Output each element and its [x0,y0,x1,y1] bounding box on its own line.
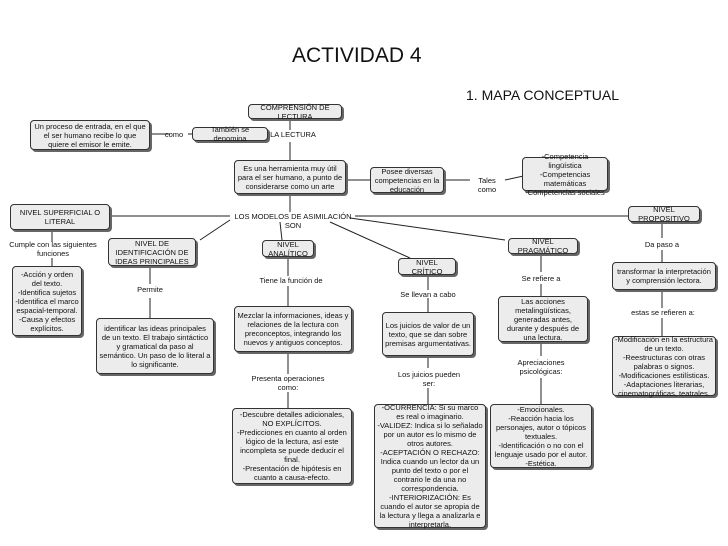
node-competencias-label: -Competencia lingüística -Competencias m… [525,151,605,197]
node-acciones: Las acciones metalingüísticas, generadas… [498,296,588,342]
node-descubre: -Descubre detalles adicionales, NO EXPLÍ… [232,408,352,484]
node-propositivo-label: NIVEL PROPOSITIVO [638,205,690,223]
connector-tales-como: Tales como [477,176,497,194]
connector-pueden: Los juicios pueden ser: [397,370,461,388]
node-identificacion-label: NIVEL DE IDENTIFICACIÓN DE IDEAS PRINCIP… [115,238,189,266]
node-analitico: NIVEL ANALÍTICO [262,239,314,258]
connector-cumple: Cumple con las siguientes funciones [9,240,97,258]
node-propositivo: NIVEL PROPOSITIVO [628,205,700,223]
connector-estas: estas se refieren a: [631,308,695,317]
node-critico: NIVEL CRÍTICO [398,257,456,276]
node-tambien: También se denomina [192,125,268,143]
node-herramienta-label: Es una herramienta muy útil para el ser … [237,163,343,191]
node-herramienta: Es una herramienta muy útil para el ser … [234,160,346,194]
node-superficial-label: NIVEL SUPERFICIAL O LITERAL [19,208,101,226]
connector-presenta: Presenta operaciones como: [251,374,325,392]
node-acciones-label: Las acciones metalingüísticas, generadas… [506,296,580,342]
node-proceso-label: Un proceso de entrada, en el que el ser … [34,121,146,149]
node-emocionales-label: -Emocionales. -Reacción hacia los person… [494,404,588,468]
node-accion: -Acción y orden del texto. -Identifica s… [12,266,82,336]
node-transformar-label: transformar la interpretación y comprens… [617,267,711,285]
node-modificacion-label: -Modificación en la estructura de un tex… [615,334,713,398]
node-accion-label: -Acción y orden del texto. -Identifica s… [15,269,79,333]
node-comprension-label: COMPRENSIÓN DE LECTURA [260,102,330,121]
node-proceso: Un proceso de entrada, en el que el ser … [30,120,150,150]
node-lectura: LA LECTURA [270,130,316,139]
connector-modelos: LOS MODELOS DE ASIMILACIÓN SON [234,212,352,230]
node-posee: Posee diversas competencias en la educac… [370,166,444,194]
node-comprension: COMPRENSIÓN DE LECTURA [248,102,342,121]
node-juicios: Los juicios de valor de un texto, que se… [382,312,474,356]
node-critico-label: NIVEL CRÍTICO [411,257,443,276]
node-pragmatico: NIVEL PRAGMÁTICO [508,237,578,255]
connector-permite: Permite [137,285,163,294]
node-emocionales: -Emocionales. -Reacción hacia los person… [490,404,592,468]
node-analitico-label: NIVEL ANALÍTICO [268,239,308,258]
node-juicios-label: Los juicios de valor de un texto, que se… [385,320,471,348]
node-mezclar: Mezclar la informaciones, ideas y relaci… [234,306,352,352]
connector-llevan: Se llevan a cabo [400,290,456,299]
node-identificacion: NIVEL DE IDENTIFICACIÓN DE IDEAS PRINCIP… [108,238,196,266]
connector-tiene: Tiene la función de [259,276,323,285]
page-title: ACTIVIDAD 4 [292,44,422,67]
node-ocurrencia-label: -OCURRENCIA: Si su marco es real o imagi… [377,403,483,529]
node-mezclar-label: Mezclar la informaciones, ideas y relaci… [237,311,349,347]
page-subtitle: 1. MAPA CONCEPTUAL [466,87,620,103]
node-modificacion: -Modificación en la estructura de un tex… [612,334,716,398]
node-transformar: transformar la interpretación y comprens… [612,262,716,290]
node-pragmatico-label: NIVEL PRAGMÁTICO [517,237,569,255]
node-descubre-label: -Descubre detalles adicionales, NO EXPLÍ… [237,410,347,482]
node-posee-label: Posee diversas competencias en la educac… [374,166,440,194]
node-superficial: NIVEL SUPERFICIAL O LITERAL [10,204,110,230]
node-tambien-label: También se denomina [210,125,250,143]
connector-da-paso: Da paso a [644,240,680,249]
node-competencias: -Competencia lingüística -Competencias m… [522,152,608,197]
connector-como: como [164,130,184,139]
node-identificar: identificar las ideas principales de un … [96,318,214,374]
node-identificar-label: identificar las ideas principales de un … [99,323,211,369]
node-ocurrencia: -OCURRENCIA: Si su marco es real o imagi… [374,403,486,529]
connector-apreciaciones: Apreciaciones psicológicas: [517,358,565,376]
connector-refiere: Se refiere a [521,274,561,283]
